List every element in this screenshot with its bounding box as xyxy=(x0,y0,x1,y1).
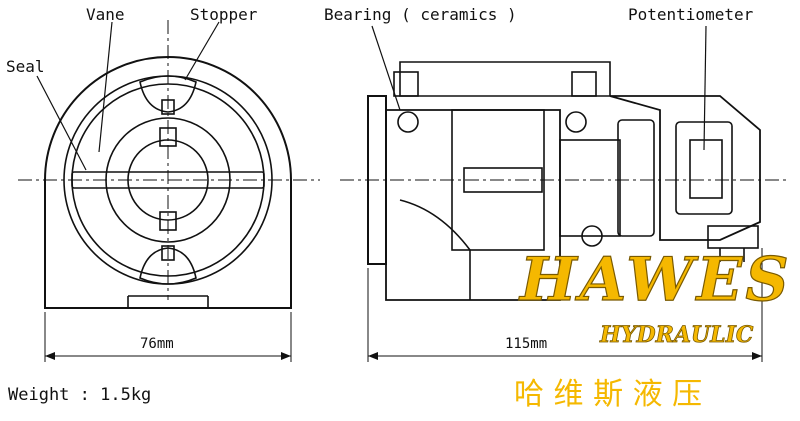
watermark-subtitle: HYDRAULIC xyxy=(599,322,754,348)
watermark: HAWES HYDRAULIC 哈 维 斯 液 压 xyxy=(514,244,792,412)
potentiometer-label: Potentiometer xyxy=(628,5,754,24)
weight-label: Weight : 1.5kg xyxy=(8,385,151,405)
vane-label: Vane xyxy=(86,5,125,24)
bearing-label: Bearing ( ceramics ) xyxy=(324,5,517,24)
watermark-brand: HAWES xyxy=(518,245,792,315)
watermark-chinese: 哈 维 斯 液 压 xyxy=(514,377,702,412)
front-view xyxy=(18,20,320,362)
stopper-label: Stopper xyxy=(190,5,258,24)
side-length-dimension: 115mm xyxy=(505,336,547,352)
front-width-dimension: 76mm xyxy=(140,336,174,352)
seal-label: Seal xyxy=(6,57,45,76)
side-view xyxy=(340,25,790,362)
